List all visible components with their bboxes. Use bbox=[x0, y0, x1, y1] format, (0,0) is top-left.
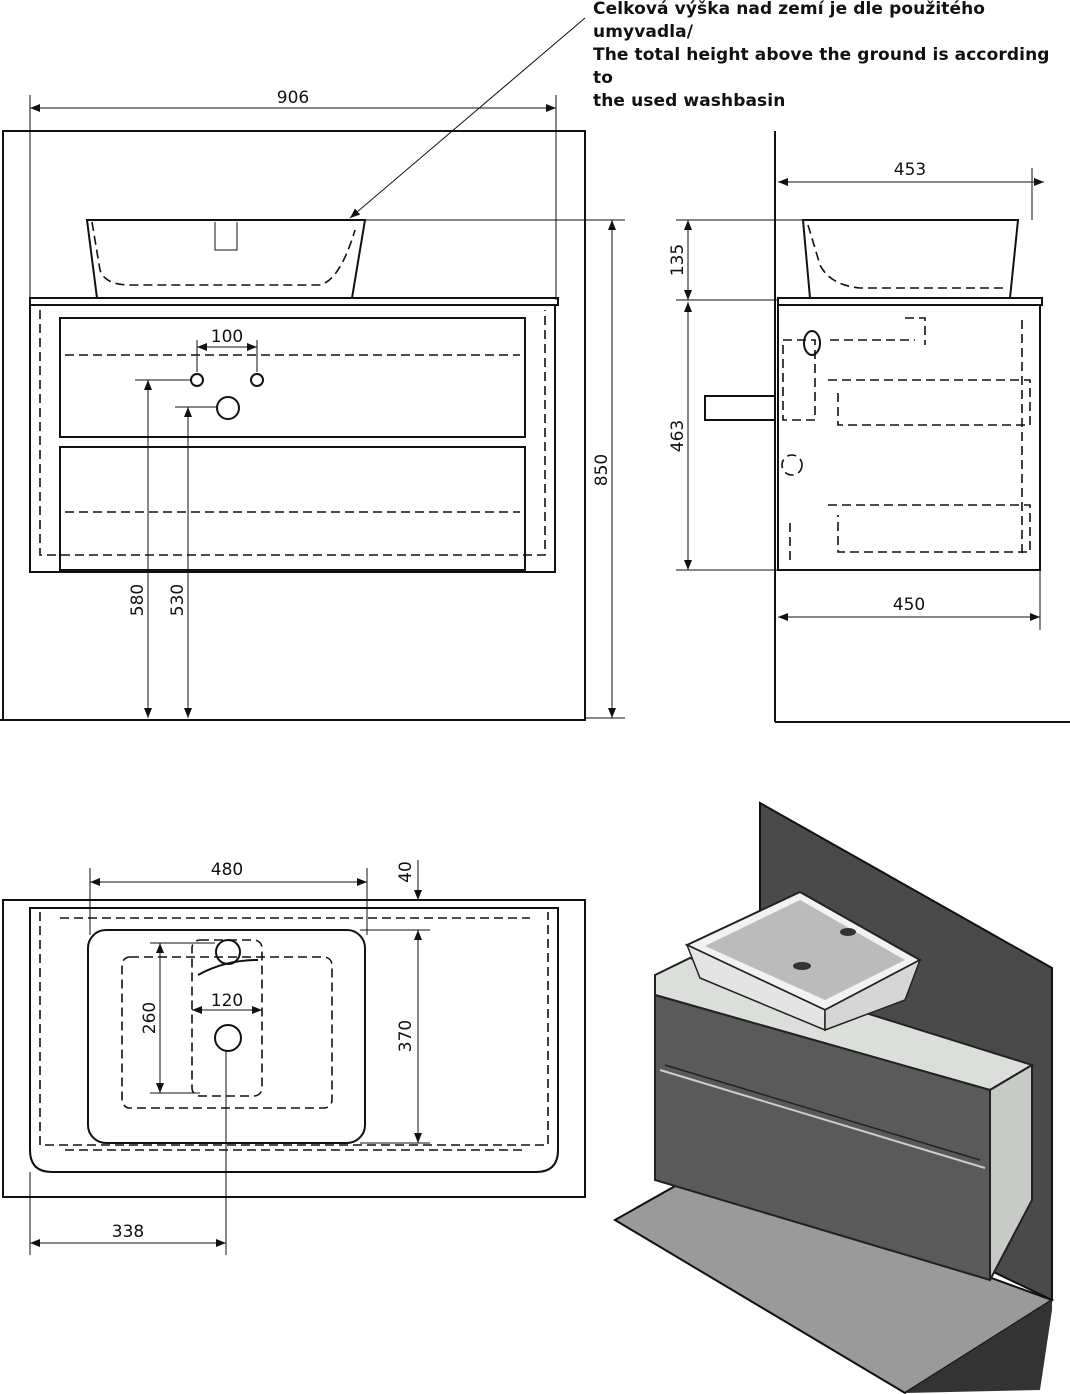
dim-40: 40 bbox=[396, 861, 416, 883]
side-view: 453 135 463 450 bbox=[668, 131, 1070, 723]
dim-basin-width-480: 480 bbox=[211, 860, 243, 880]
dim-width-906: 906 bbox=[277, 88, 309, 108]
height-note: Celková výška nad zemí je dle použitého … bbox=[593, 0, 1070, 113]
basin-front bbox=[85, 219, 367, 299]
dim-530: 530 bbox=[168, 584, 188, 616]
dim-depth-453: 453 bbox=[894, 160, 926, 180]
dim-depth-450: 450 bbox=[893, 595, 925, 615]
front-view: 906 850 100 580 530 bbox=[0, 88, 625, 721]
dim-260: 260 bbox=[140, 1002, 160, 1034]
dim-338: 338 bbox=[112, 1222, 144, 1242]
dim-120: 120 bbox=[211, 991, 243, 1011]
drawer-top bbox=[59, 317, 526, 438]
countertop-front bbox=[29, 297, 559, 306]
dim-135: 135 bbox=[668, 244, 688, 276]
basin-side bbox=[801, 219, 1020, 299]
drawer-bottom bbox=[59, 446, 526, 571]
note-line-1: Celková výška nad zemí je dle použitého … bbox=[593, 0, 986, 42]
dim-height-850: 850 bbox=[592, 454, 612, 486]
tap-side bbox=[704, 395, 776, 421]
cabinet-side bbox=[777, 304, 1041, 571]
note-line-2: The total height above the ground is acc… bbox=[593, 45, 1050, 88]
top-view: 480 40 370 260 120 338 bbox=[2, 860, 586, 1255]
dim-463: 463 bbox=[668, 420, 688, 452]
dim-370: 370 bbox=[396, 1020, 416, 1052]
note-leader bbox=[349, 17, 586, 219]
dim-tap-spacing-100: 100 bbox=[211, 327, 243, 347]
cabinet-front bbox=[29, 304, 556, 573]
dim-580: 580 bbox=[128, 584, 148, 616]
note-line-3: the used washbasin bbox=[593, 91, 786, 111]
isometric-render bbox=[613, 801, 1055, 1394]
